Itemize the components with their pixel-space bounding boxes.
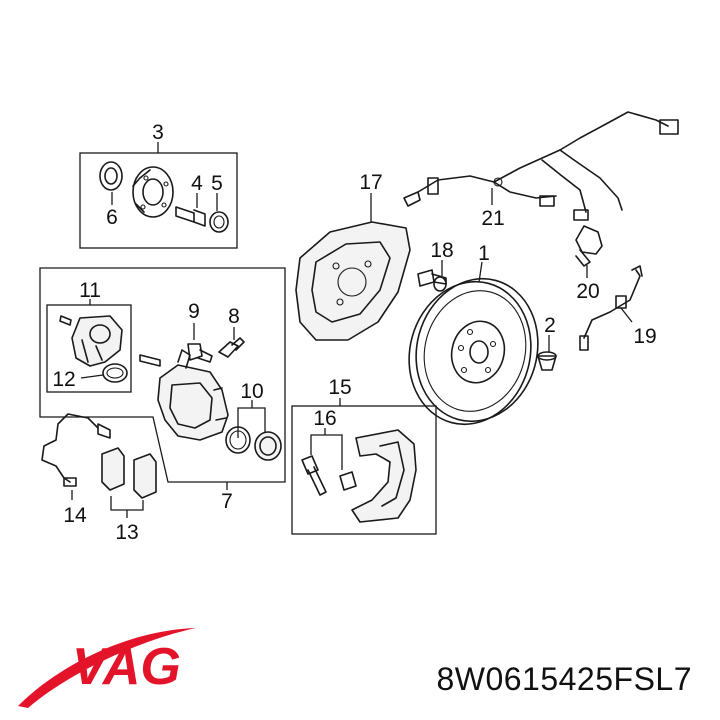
callout-17: 17 <box>359 171 382 194</box>
callout-14: 14 <box>63 504 87 527</box>
brake-caliper <box>139 349 229 441</box>
dust-cap <box>209 211 229 233</box>
wheel-hub <box>132 166 174 218</box>
brake-hose <box>579 265 643 351</box>
parking-brake-motor <box>71 315 123 367</box>
guide-bushing <box>339 471 357 491</box>
callout-10: 10 <box>240 380 263 403</box>
callout-7: 7 <box>221 490 233 513</box>
callout-13: 13 <box>115 521 138 544</box>
guide-pin <box>301 455 327 496</box>
actuator-box: 11 12 <box>46 279 132 393</box>
callout-15: 15 <box>328 376 351 399</box>
callout-11: 11 <box>79 279 101 302</box>
carrier-box: 15 16 <box>291 376 437 535</box>
wear-sensor-wire <box>41 413 111 500</box>
caliper-guide-bolt <box>218 327 245 358</box>
hub-assembly-box: 3 6 4 5 <box>79 121 238 249</box>
caliper-carrier <box>351 429 417 523</box>
part-number: 8W0615425FSL7 <box>436 661 692 697</box>
callout-21: 21 <box>481 207 504 230</box>
bleeder-screw <box>187 323 213 363</box>
callout-12: 12 <box>52 368 75 391</box>
callout-16: 16 <box>313 407 336 430</box>
splash-shield <box>295 193 411 341</box>
callout-20: 20 <box>576 280 599 303</box>
caliper-assembly-box: 7 <box>39 267 286 513</box>
callout-5: 5 <box>211 172 223 195</box>
callout-6: 6 <box>106 206 118 229</box>
callout-1: 1 <box>478 242 490 265</box>
callout-4: 4 <box>191 172 203 195</box>
shield-bolt <box>417 260 447 292</box>
piston-seal-kit <box>225 400 282 461</box>
brake-disc <box>408 261 539 426</box>
callout-2: 2 <box>544 314 556 337</box>
wheel-speed-sensor <box>575 225 603 278</box>
vag-logo-text: VAG <box>72 638 181 696</box>
bearing-seal <box>99 161 123 191</box>
callout-9: 9 <box>188 300 200 323</box>
callout-19: 19 <box>633 325 656 348</box>
vag-logo: VAG <box>18 628 196 708</box>
callout-8: 8 <box>228 305 240 328</box>
callout-18: 18 <box>430 239 453 262</box>
disc-screw <box>537 335 557 371</box>
brake-pads <box>101 447 157 518</box>
callout-3: 3 <box>152 121 164 144</box>
wiring-harness <box>403 111 679 221</box>
hub-bolt <box>175 206 206 227</box>
